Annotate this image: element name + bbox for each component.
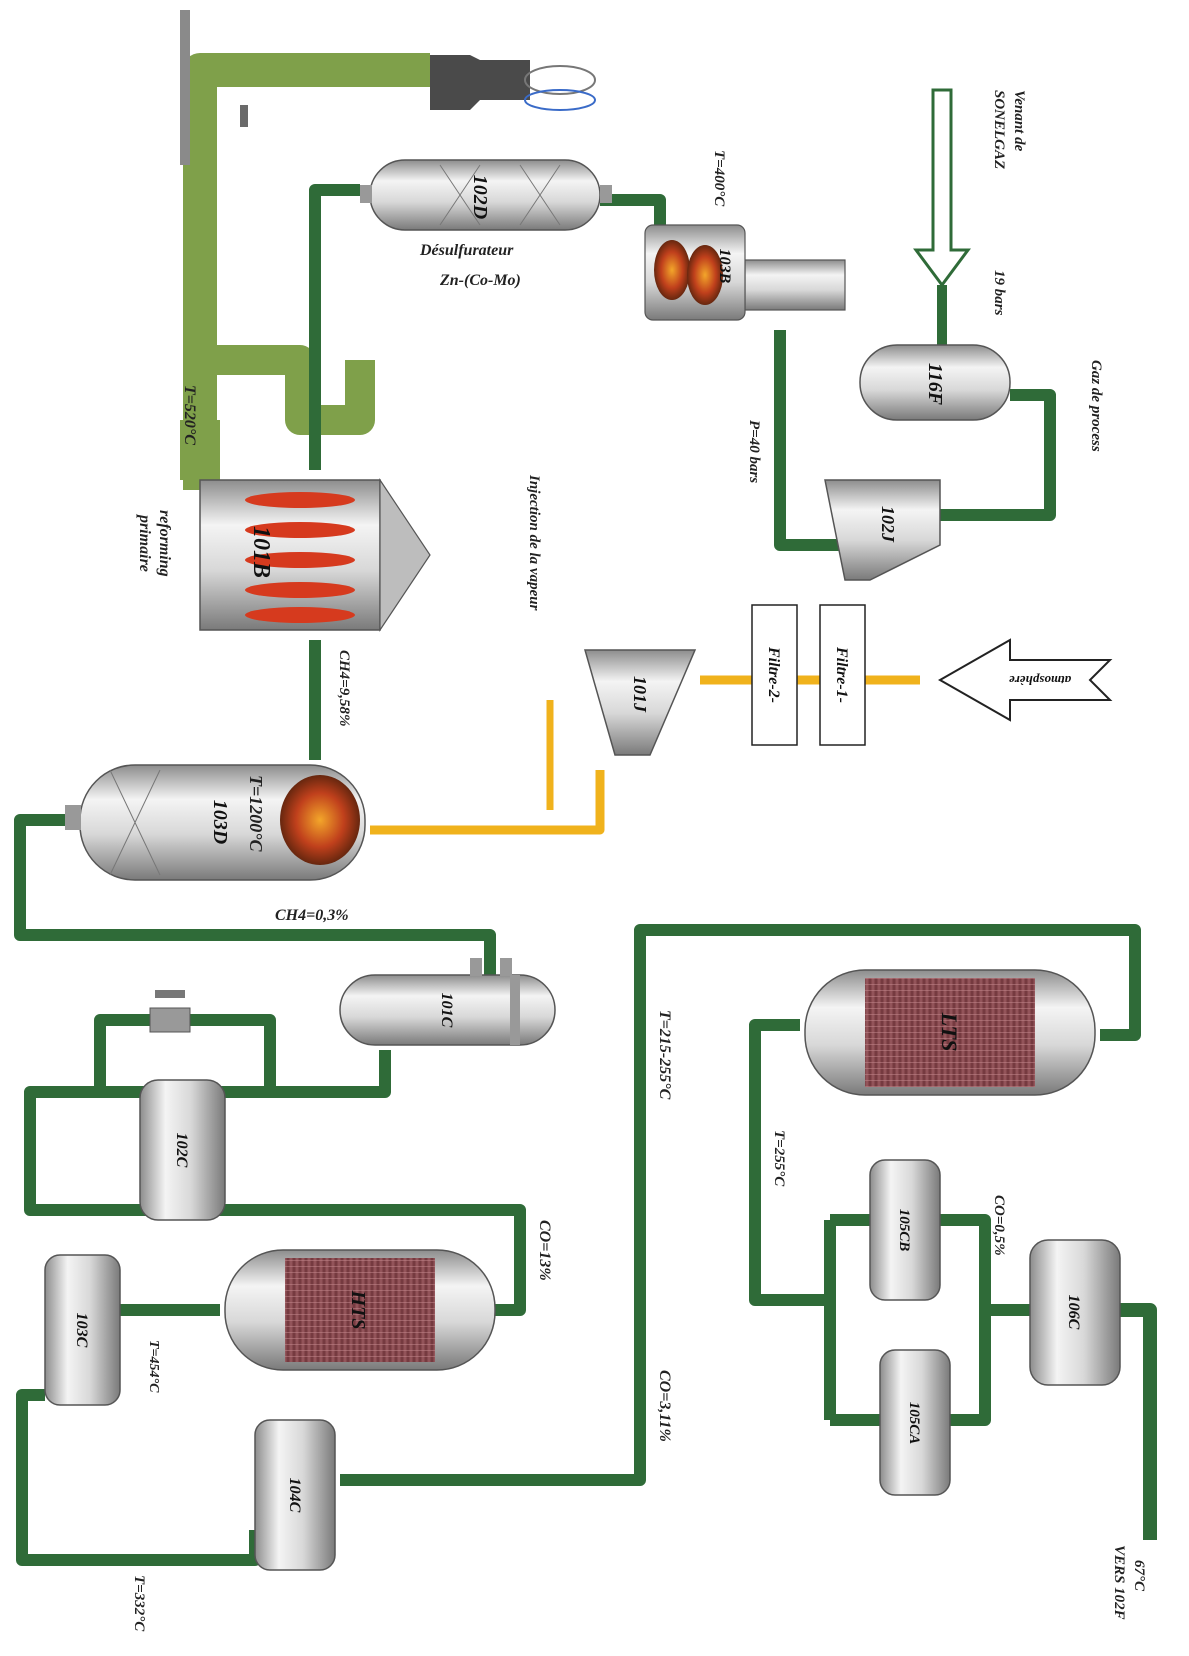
filter-2: Filtre-2- bbox=[752, 605, 797, 745]
pipe-105-to-106c bbox=[940, 1220, 1030, 1310]
air-to-103d bbox=[370, 770, 600, 830]
exchanger-105ca-label: 105CA bbox=[906, 1402, 922, 1445]
label-gaz-process: Gaz de process bbox=[1088, 360, 1104, 452]
label-19-bars: 19 bars bbox=[991, 270, 1007, 316]
vessel-116f-label: 116F bbox=[924, 363, 946, 406]
pipe-106c-out bbox=[1120, 1310, 1150, 1540]
exchanger-105ca: 105CA bbox=[880, 1350, 950, 1495]
converter-lts-label: LTS bbox=[937, 1012, 962, 1052]
vessel-102d: 102D bbox=[360, 160, 612, 230]
label-t454: T=454°C bbox=[146, 1340, 161, 1393]
reformer-101b: 101B bbox=[200, 480, 430, 630]
atmosphere-label: atmosphère bbox=[1009, 673, 1071, 688]
label-vers-102f: VERS 102F bbox=[1111, 1545, 1127, 1620]
pipe-103b-to-102d bbox=[600, 200, 660, 225]
label-co13: CO=13% bbox=[536, 1220, 553, 1281]
converter-lts: LTS bbox=[805, 970, 1095, 1095]
label-t332: T=332°C bbox=[131, 1575, 147, 1632]
label-ch4-958: CH4=9,58% bbox=[336, 650, 352, 726]
exchanger-106c-label: 106C bbox=[1065, 1295, 1082, 1330]
label-t67: 67°C bbox=[1131, 1560, 1147, 1592]
label-p40: P=40 bars bbox=[746, 420, 762, 483]
exchanger-104c-label: 104C bbox=[286, 1478, 303, 1513]
heater-103b: 103B bbox=[645, 225, 845, 320]
compressor-101j: 101J bbox=[585, 650, 695, 755]
exchanger-101c-label: 101C bbox=[438, 993, 455, 1028]
converter-hts-label: HTS bbox=[347, 1290, 369, 1330]
reformer-103d: 103D bbox=[65, 765, 365, 880]
label-primaire: primaire bbox=[136, 513, 153, 572]
label-t255: T=255°C bbox=[771, 1130, 787, 1187]
sonelgaz-feed-arrow bbox=[916, 90, 968, 285]
pipe-103c-to-104c bbox=[22, 1395, 255, 1560]
label-t400: T=400°C bbox=[711, 150, 727, 207]
vessel-102d-label: 102D bbox=[469, 175, 491, 219]
filter-1-label: Filtre-1- bbox=[833, 646, 850, 703]
reformer-101b-label: 101B bbox=[248, 526, 274, 578]
compressor-101j-label: 101J bbox=[630, 676, 650, 713]
label-t215: T=215-255°C bbox=[656, 1010, 673, 1100]
label-reforming: reforming bbox=[156, 510, 173, 577]
label-sonelgaz: SONELGAZ bbox=[991, 90, 1007, 169]
atmosphere-arrow: atmosphère bbox=[940, 640, 1110, 720]
exchanger-105cb: 105CB bbox=[870, 1160, 940, 1300]
label-co05: CO=0,5% bbox=[991, 1195, 1007, 1256]
stack bbox=[180, 10, 595, 165]
heater-103b-label: 103B bbox=[716, 249, 733, 284]
exchanger-101c: 101C bbox=[340, 958, 555, 1045]
flue-gas-duct-loop bbox=[200, 360, 360, 420]
filter-1: Filtre-1- bbox=[820, 605, 865, 745]
exchanger-102c: 102C bbox=[140, 1080, 225, 1220]
label-injection: Injection de la vapeur bbox=[526, 474, 542, 611]
filter-2-label: Filtre-2- bbox=[765, 646, 782, 703]
label-co311: CO=3,11% bbox=[656, 1370, 673, 1442]
label-t520: T=520°C bbox=[181, 385, 198, 445]
vessel-116f: 116F bbox=[860, 345, 1010, 420]
label-ch4-03: CH4=0,3% bbox=[275, 907, 349, 924]
exchanger-106c: 106C bbox=[1030, 1240, 1120, 1385]
exchanger-105cb-label: 105CB bbox=[896, 1209, 912, 1252]
exchanger-102c-label: 102C bbox=[173, 1133, 190, 1168]
label-venant: Venant de bbox=[1011, 90, 1027, 152]
exchanger-103c-label: 103C bbox=[73, 1313, 90, 1348]
bypass-valve bbox=[150, 990, 190, 1032]
label-desulfurateur: Désulfurateur bbox=[419, 242, 514, 259]
reformer-103d-label: 103D bbox=[209, 800, 231, 844]
exchanger-103c: 103C bbox=[45, 1255, 120, 1405]
label-t1200: T=1200°C bbox=[246, 775, 266, 852]
converter-hts: HTS bbox=[225, 1250, 495, 1370]
exchanger-104c: 104C bbox=[255, 1420, 335, 1570]
compressor-102j: 102J bbox=[825, 480, 940, 580]
label-zn-co-mo: Zn-(Co-Mo) bbox=[439, 272, 521, 289]
compressor-102j-label: 102J bbox=[878, 506, 898, 543]
